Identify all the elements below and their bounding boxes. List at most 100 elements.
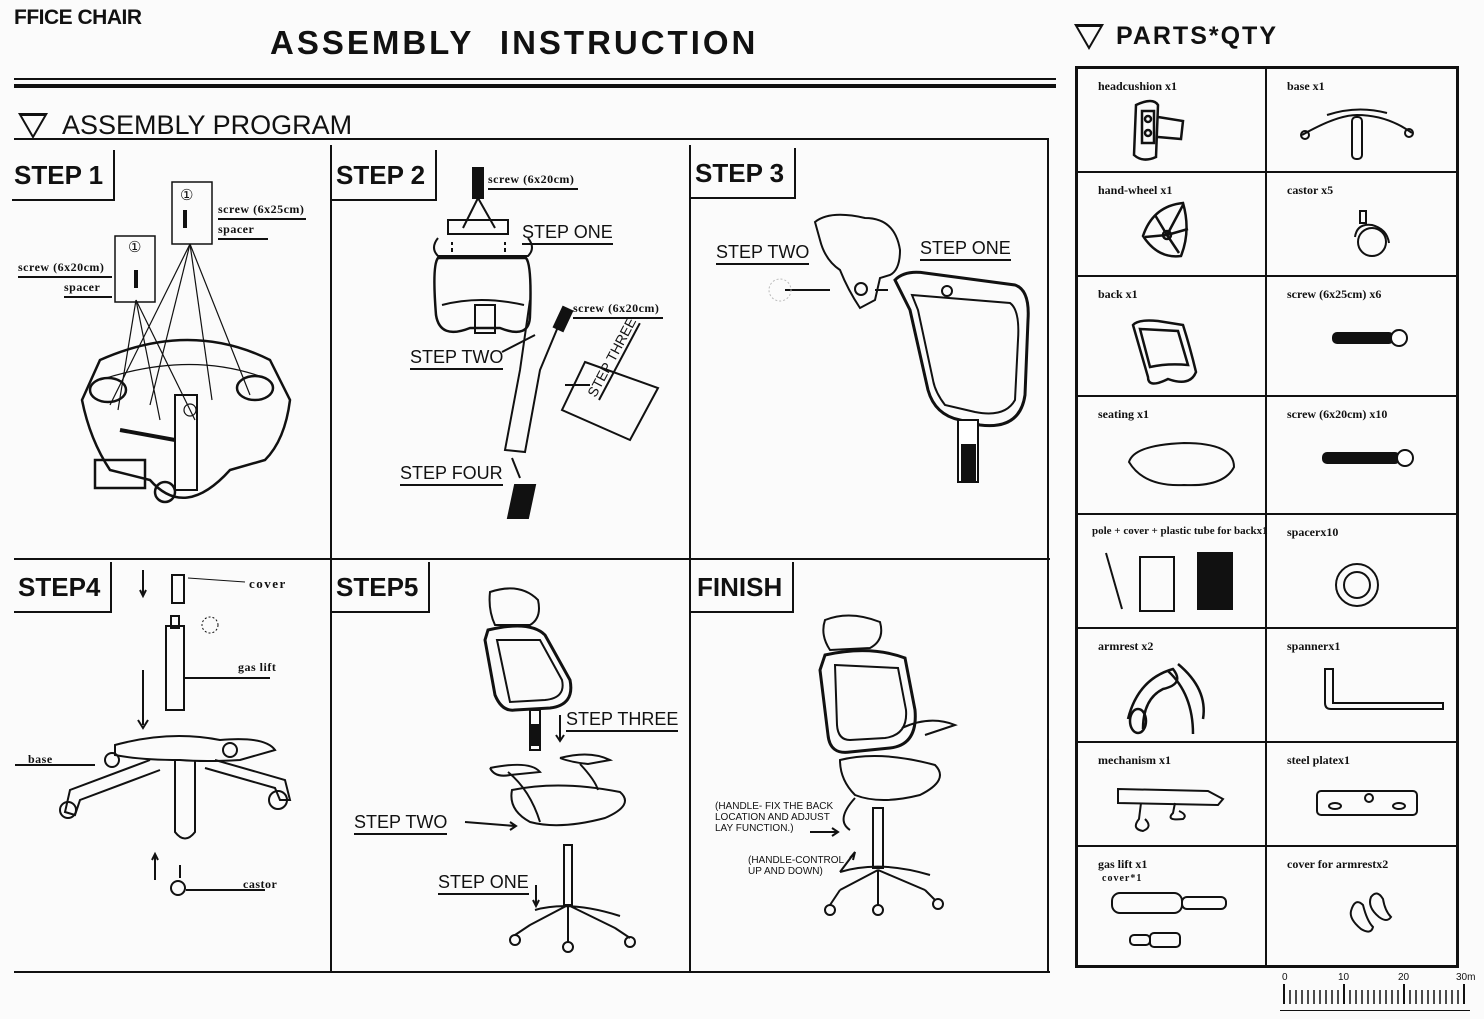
part-cell-armrest: armrest x2 bbox=[1078, 629, 1267, 743]
step-3-callout-step-one: STEP ONE bbox=[920, 238, 1011, 261]
step-1-label: STEP 1 bbox=[12, 150, 116, 201]
part-sublabel: cover*1 bbox=[1102, 873, 1143, 884]
step-4-note-base: base bbox=[28, 752, 53, 766]
part-label: armrest x2 bbox=[1098, 639, 1154, 653]
part-label: castor x5 bbox=[1287, 183, 1334, 197]
ruler-tick-label: 10 bbox=[1338, 972, 1350, 983]
step-1-marker: ① bbox=[180, 188, 194, 204]
armrest-cover-icon bbox=[1347, 891, 1407, 951]
step-4-diagram bbox=[0, 560, 330, 970]
part-label: seating x1 bbox=[1098, 407, 1149, 421]
spanner-icon bbox=[1323, 667, 1453, 717]
part-cell-spacer: spacerx10 bbox=[1267, 515, 1456, 629]
step-5-callout-step-one: STEP ONE bbox=[438, 872, 529, 895]
finish-annotation-height-handle: (HANDLE-CONTROL UP AND DOWN) bbox=[748, 855, 844, 877]
back-icon bbox=[1128, 317, 1208, 393]
screw-icon bbox=[1331, 327, 1411, 351]
part-label: spacerx10 bbox=[1287, 525, 1339, 539]
finish-annotation-back-handle: (HANDLE- FIX THE BACK LOCATION AND ADJUS… bbox=[715, 801, 834, 834]
step-grid-right-border bbox=[1047, 138, 1049, 973]
part-cell-pole-cover-tube: pole + cover + plastic tube for backx1 bbox=[1078, 515, 1268, 629]
screw-icon bbox=[1321, 447, 1421, 471]
part-cell-back: back x1 bbox=[1078, 277, 1267, 397]
parts-heading: PARTS*QTY bbox=[1074, 22, 1278, 51]
part-label: pole + cover + plastic tube for backx1 bbox=[1092, 525, 1268, 537]
step-grid-top-border bbox=[14, 138, 1048, 140]
parts-title: PARTS*QTY bbox=[1116, 22, 1278, 50]
part-cell-castor: castor x5 bbox=[1267, 173, 1456, 277]
step-2-callout-step-four: STEP FOUR bbox=[400, 463, 503, 486]
step-1-note-spacer: spacer bbox=[218, 222, 268, 240]
part-label: screw (6x25cm) x6 bbox=[1287, 287, 1382, 301]
scale-ruler: 0 10 20 30m bbox=[1280, 972, 1475, 1010]
assembly-program-title: ASSEMBLY PROGRAM bbox=[62, 110, 353, 140]
step-4-note-gas-lift: gas lift bbox=[238, 660, 277, 674]
step-1-marker: ① bbox=[128, 240, 142, 256]
ruler-tick-label: 0 bbox=[1282, 972, 1288, 983]
part-cell-mechanism: mechanism x1 bbox=[1078, 743, 1267, 847]
part-cell-steel-plate: steel platex1 bbox=[1267, 743, 1456, 847]
gas-lift-icon bbox=[1110, 889, 1240, 949]
header-divider bbox=[14, 78, 1056, 80]
step-3-diagram bbox=[690, 140, 1050, 560]
part-label: gas lift x1 bbox=[1098, 857, 1148, 871]
mechanism-icon bbox=[1113, 779, 1233, 839]
pole-icon bbox=[1098, 551, 1268, 621]
step-grid-bottom-border bbox=[14, 971, 1050, 973]
part-label: hand-wheel x1 bbox=[1098, 183, 1173, 197]
part-cell-hand-wheel: hand-wheel x1 bbox=[1078, 173, 1267, 277]
step-3-callout-step-two: STEP TWO bbox=[716, 242, 810, 265]
part-cell-screw-6x20: screw (6x20cm) x10 bbox=[1267, 397, 1456, 515]
part-label: base x1 bbox=[1287, 79, 1325, 93]
step-1-note-spacer: spacer bbox=[64, 280, 112, 298]
part-cell-seating: seating x1 bbox=[1078, 397, 1267, 515]
step-2-label: STEP 2 bbox=[332, 150, 438, 201]
step-4-note-cover: cover bbox=[249, 576, 287, 591]
step-4-label: STEP4 bbox=[14, 562, 113, 613]
ruler-ticks bbox=[1280, 984, 1470, 1008]
bottom-rule bbox=[1280, 1010, 1470, 1011]
triangle-down-icon bbox=[1074, 23, 1104, 50]
step-5-callout-step-two: STEP TWO bbox=[354, 812, 448, 835]
part-cell-gas-lift: gas lift x1 cover*1 bbox=[1078, 847, 1267, 965]
part-label: spannerx1 bbox=[1287, 639, 1341, 653]
part-label: cover for armrestx2 bbox=[1287, 857, 1389, 871]
step-2-note-screw-6x20: screw (6x20cm) bbox=[488, 172, 578, 190]
part-cell-headcushion: headcushion x1 bbox=[1078, 69, 1267, 173]
step-5-diagram bbox=[330, 560, 690, 970]
step-4-note-castor: castor bbox=[243, 877, 278, 891]
armrest-icon bbox=[1123, 659, 1223, 739]
step-2-note-screw-6x20: screw (6x20cm) bbox=[573, 301, 663, 319]
ruler-tick-label: 30m bbox=[1456, 972, 1476, 983]
header-divider-thick bbox=[14, 84, 1056, 88]
part-label: steel platex1 bbox=[1287, 753, 1350, 767]
step-2-callout-step-one: STEP ONE bbox=[522, 222, 613, 245]
step-grid-divider bbox=[14, 558, 1050, 560]
part-label: mechanism x1 bbox=[1098, 753, 1171, 767]
castor-icon bbox=[1347, 209, 1407, 269]
step-1-note-screw-6x20: screw (6x20cm) bbox=[18, 260, 112, 278]
page-title: ASSEMBLY INSTRUCTION bbox=[270, 24, 759, 61]
finish-diagram bbox=[690, 560, 1050, 970]
finish-label: FINISH bbox=[691, 562, 795, 613]
step-5-label: STEP5 bbox=[332, 562, 431, 613]
steel-plate-icon bbox=[1315, 785, 1425, 825]
part-cell-spanner: spannerx1 bbox=[1267, 629, 1456, 743]
part-label: headcushion x1 bbox=[1098, 79, 1178, 93]
ruler-tick-label: 20 bbox=[1398, 972, 1410, 983]
part-label: back x1 bbox=[1098, 287, 1138, 301]
step-2-diagram bbox=[330, 140, 690, 560]
step-1-note-screw-6x25: screw (6x25cm) bbox=[218, 202, 306, 220]
step-2-callout-step-two: STEP TWO bbox=[410, 347, 504, 370]
part-cell-armrest-cover: cover for armrestx2 bbox=[1267, 847, 1456, 965]
part-cell-screw-6x25: screw (6x25cm) x6 bbox=[1267, 277, 1456, 397]
parts-table: headcushion x1 base x1 hand-wheel x1 cas… bbox=[1075, 66, 1459, 968]
spacer-icon bbox=[1333, 561, 1383, 611]
part-cell-base: base x1 bbox=[1267, 69, 1456, 173]
seating-icon bbox=[1124, 437, 1244, 497]
assembly-program-heading: ASSEMBLY PROGRAM bbox=[18, 110, 352, 141]
step-3-label: STEP 3 bbox=[691, 148, 797, 199]
brand-title: FFICE CHAIR bbox=[14, 6, 142, 29]
step-5-callout-step-three: STEP THREE bbox=[566, 709, 679, 732]
step-1-diagram bbox=[0, 0, 330, 560]
